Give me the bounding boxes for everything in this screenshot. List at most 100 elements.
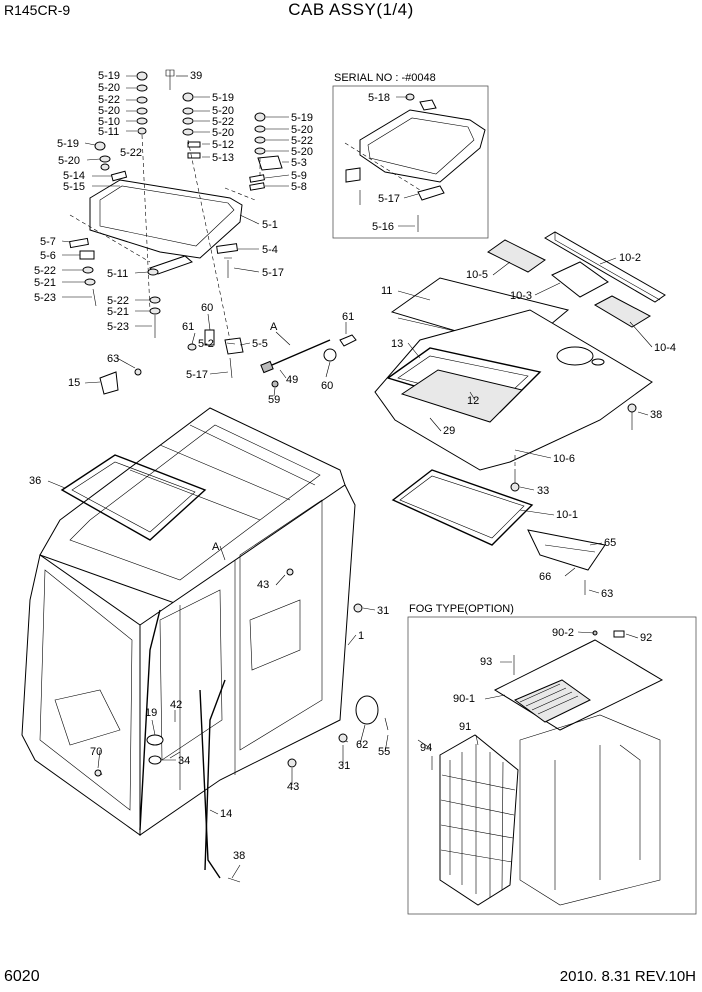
- callout-29: 29: [443, 425, 455, 437]
- callout-10-3: 10-3: [510, 290, 532, 302]
- callout-5-19: 5-19: [98, 70, 120, 82]
- sunroof-assembly: [374, 231, 666, 595]
- callout-5-22: 5-22: [212, 116, 234, 128]
- callout-66: 66: [539, 571, 551, 583]
- callout-5-11: 5-11: [107, 268, 128, 280]
- callout-A: A: [270, 321, 278, 333]
- callout-63: 63: [601, 588, 613, 600]
- callout-A: A: [212, 541, 220, 553]
- callout-90-1: 90-1: [453, 693, 475, 705]
- callout-5-17: 5-17: [378, 193, 400, 205]
- main-cab: [21, 407, 389, 883]
- page-title: CAB ASSY(1/4): [288, 0, 414, 19]
- callout-5-21: 5-21: [34, 277, 56, 289]
- callout-65: 65: [604, 537, 616, 549]
- callout-63: 63: [107, 353, 119, 365]
- callout-10-6: 10-6: [553, 453, 575, 465]
- callout-5-17: 5-17: [262, 267, 284, 279]
- callout-10-4: 10-4: [654, 342, 676, 354]
- callout-5-15: 5-15: [63, 181, 85, 193]
- callout-43: 43: [287, 781, 299, 793]
- callout-5-13: 5-13: [212, 152, 234, 164]
- callout-5-22: 5-22: [120, 147, 142, 159]
- callout-10-5: 10-5: [466, 269, 488, 281]
- serial-inset-frame: [332, 85, 489, 239]
- callout-5-20: 5-20: [212, 127, 234, 139]
- callout-36: 36: [29, 475, 41, 487]
- page-number: 6020: [4, 968, 40, 985]
- callout-31: 31: [338, 760, 350, 772]
- callout-5-22: 5-22: [291, 135, 313, 147]
- callout-12: 12: [467, 395, 479, 407]
- callout-5-19: 5-19: [57, 138, 79, 150]
- roof-hatch: [69, 69, 283, 341]
- gas-spring: [99, 329, 357, 395]
- callout-38: 38: [233, 850, 245, 862]
- callout-61: 61: [182, 321, 194, 333]
- callout-5-20: 5-20: [291, 146, 313, 158]
- callout-19: 19: [145, 707, 157, 719]
- callout-5-1: 5-1: [262, 219, 278, 231]
- model-code: R145CR-9: [4, 2, 71, 18]
- callout-92: 92: [640, 632, 652, 644]
- callout-43: 43: [257, 579, 269, 591]
- callout-94: 94: [420, 742, 432, 754]
- callout-5-18: 5-18: [368, 92, 390, 104]
- callout-5-21: 5-21: [107, 306, 129, 318]
- callout-13: 13: [391, 338, 403, 350]
- callout-5-9: 5-9: [291, 170, 307, 182]
- callout-5-20: 5-20: [212, 105, 234, 117]
- callout-91: 91: [459, 721, 471, 733]
- serial-inset-label: SERIAL NO : -#0048: [334, 72, 436, 84]
- callout-5-20: 5-20: [58, 155, 80, 167]
- callout-5-2: 5-2: [198, 338, 214, 350]
- callout-55: 55: [378, 746, 390, 758]
- callout-5-22: 5-22: [107, 295, 129, 307]
- revision-date: 2010. 8.31 REV.10H: [559, 968, 696, 985]
- callout-5-12: 5-12: [212, 139, 234, 151]
- callout-5-4: 5-4: [262, 244, 278, 256]
- fog-inset-label: FOG TYPE(OPTION): [409, 603, 514, 615]
- callout-5-23: 5-23: [34, 292, 56, 304]
- callout-60: 60: [321, 380, 333, 392]
- callout-5-8: 5-8: [291, 181, 307, 193]
- callout-5-11: 5-11: [98, 126, 119, 138]
- callout-38: 38: [650, 409, 662, 421]
- callout-15: 15: [68, 377, 80, 389]
- callout-42: 42: [170, 699, 182, 711]
- callout-31: 31: [377, 605, 389, 617]
- callout-5-20: 5-20: [98, 105, 120, 117]
- callout-5-20: 5-20: [291, 124, 313, 136]
- callout-5-6: 5-6: [40, 250, 56, 262]
- callout-5-10: 5-10: [98, 116, 120, 128]
- callout-14: 14: [220, 808, 232, 820]
- callout-10-1: 10-1: [556, 509, 578, 521]
- serial-hatch: [344, 93, 486, 232]
- callout-1: 1: [358, 630, 364, 642]
- callout-60: 60: [201, 302, 213, 314]
- callout-5-22: 5-22: [34, 265, 56, 277]
- callout-11: 11: [381, 285, 392, 297]
- callout-39: 39: [190, 70, 202, 82]
- callout-5-19: 5-19: [212, 92, 234, 104]
- fog-inset-frame: [407, 616, 697, 915]
- callout-62: 62: [356, 739, 368, 751]
- fog-guard: [417, 630, 664, 906]
- callout-10-2: 10-2: [619, 252, 641, 264]
- callout-5-23: 5-23: [107, 321, 129, 333]
- callout-5-7: 5-7: [40, 236, 56, 248]
- callout-5-22: 5-22: [98, 94, 120, 106]
- callout-61: 61: [342, 311, 354, 323]
- callout-5-3: 5-3: [291, 157, 307, 169]
- callout-5-19: 5-19: [291, 112, 313, 124]
- callout-70: 70: [90, 746, 102, 758]
- leader-lines: [47, 75, 653, 879]
- callout-49: 49: [286, 374, 298, 386]
- callout-5-14: 5-14: [63, 170, 85, 182]
- callout-5-17: 5-17: [186, 369, 208, 381]
- callout-59: 59: [268, 394, 280, 406]
- callout-5-5: 5-5: [252, 338, 268, 350]
- callout-93: 93: [480, 656, 492, 668]
- callout-5-16: 5-16: [372, 221, 394, 233]
